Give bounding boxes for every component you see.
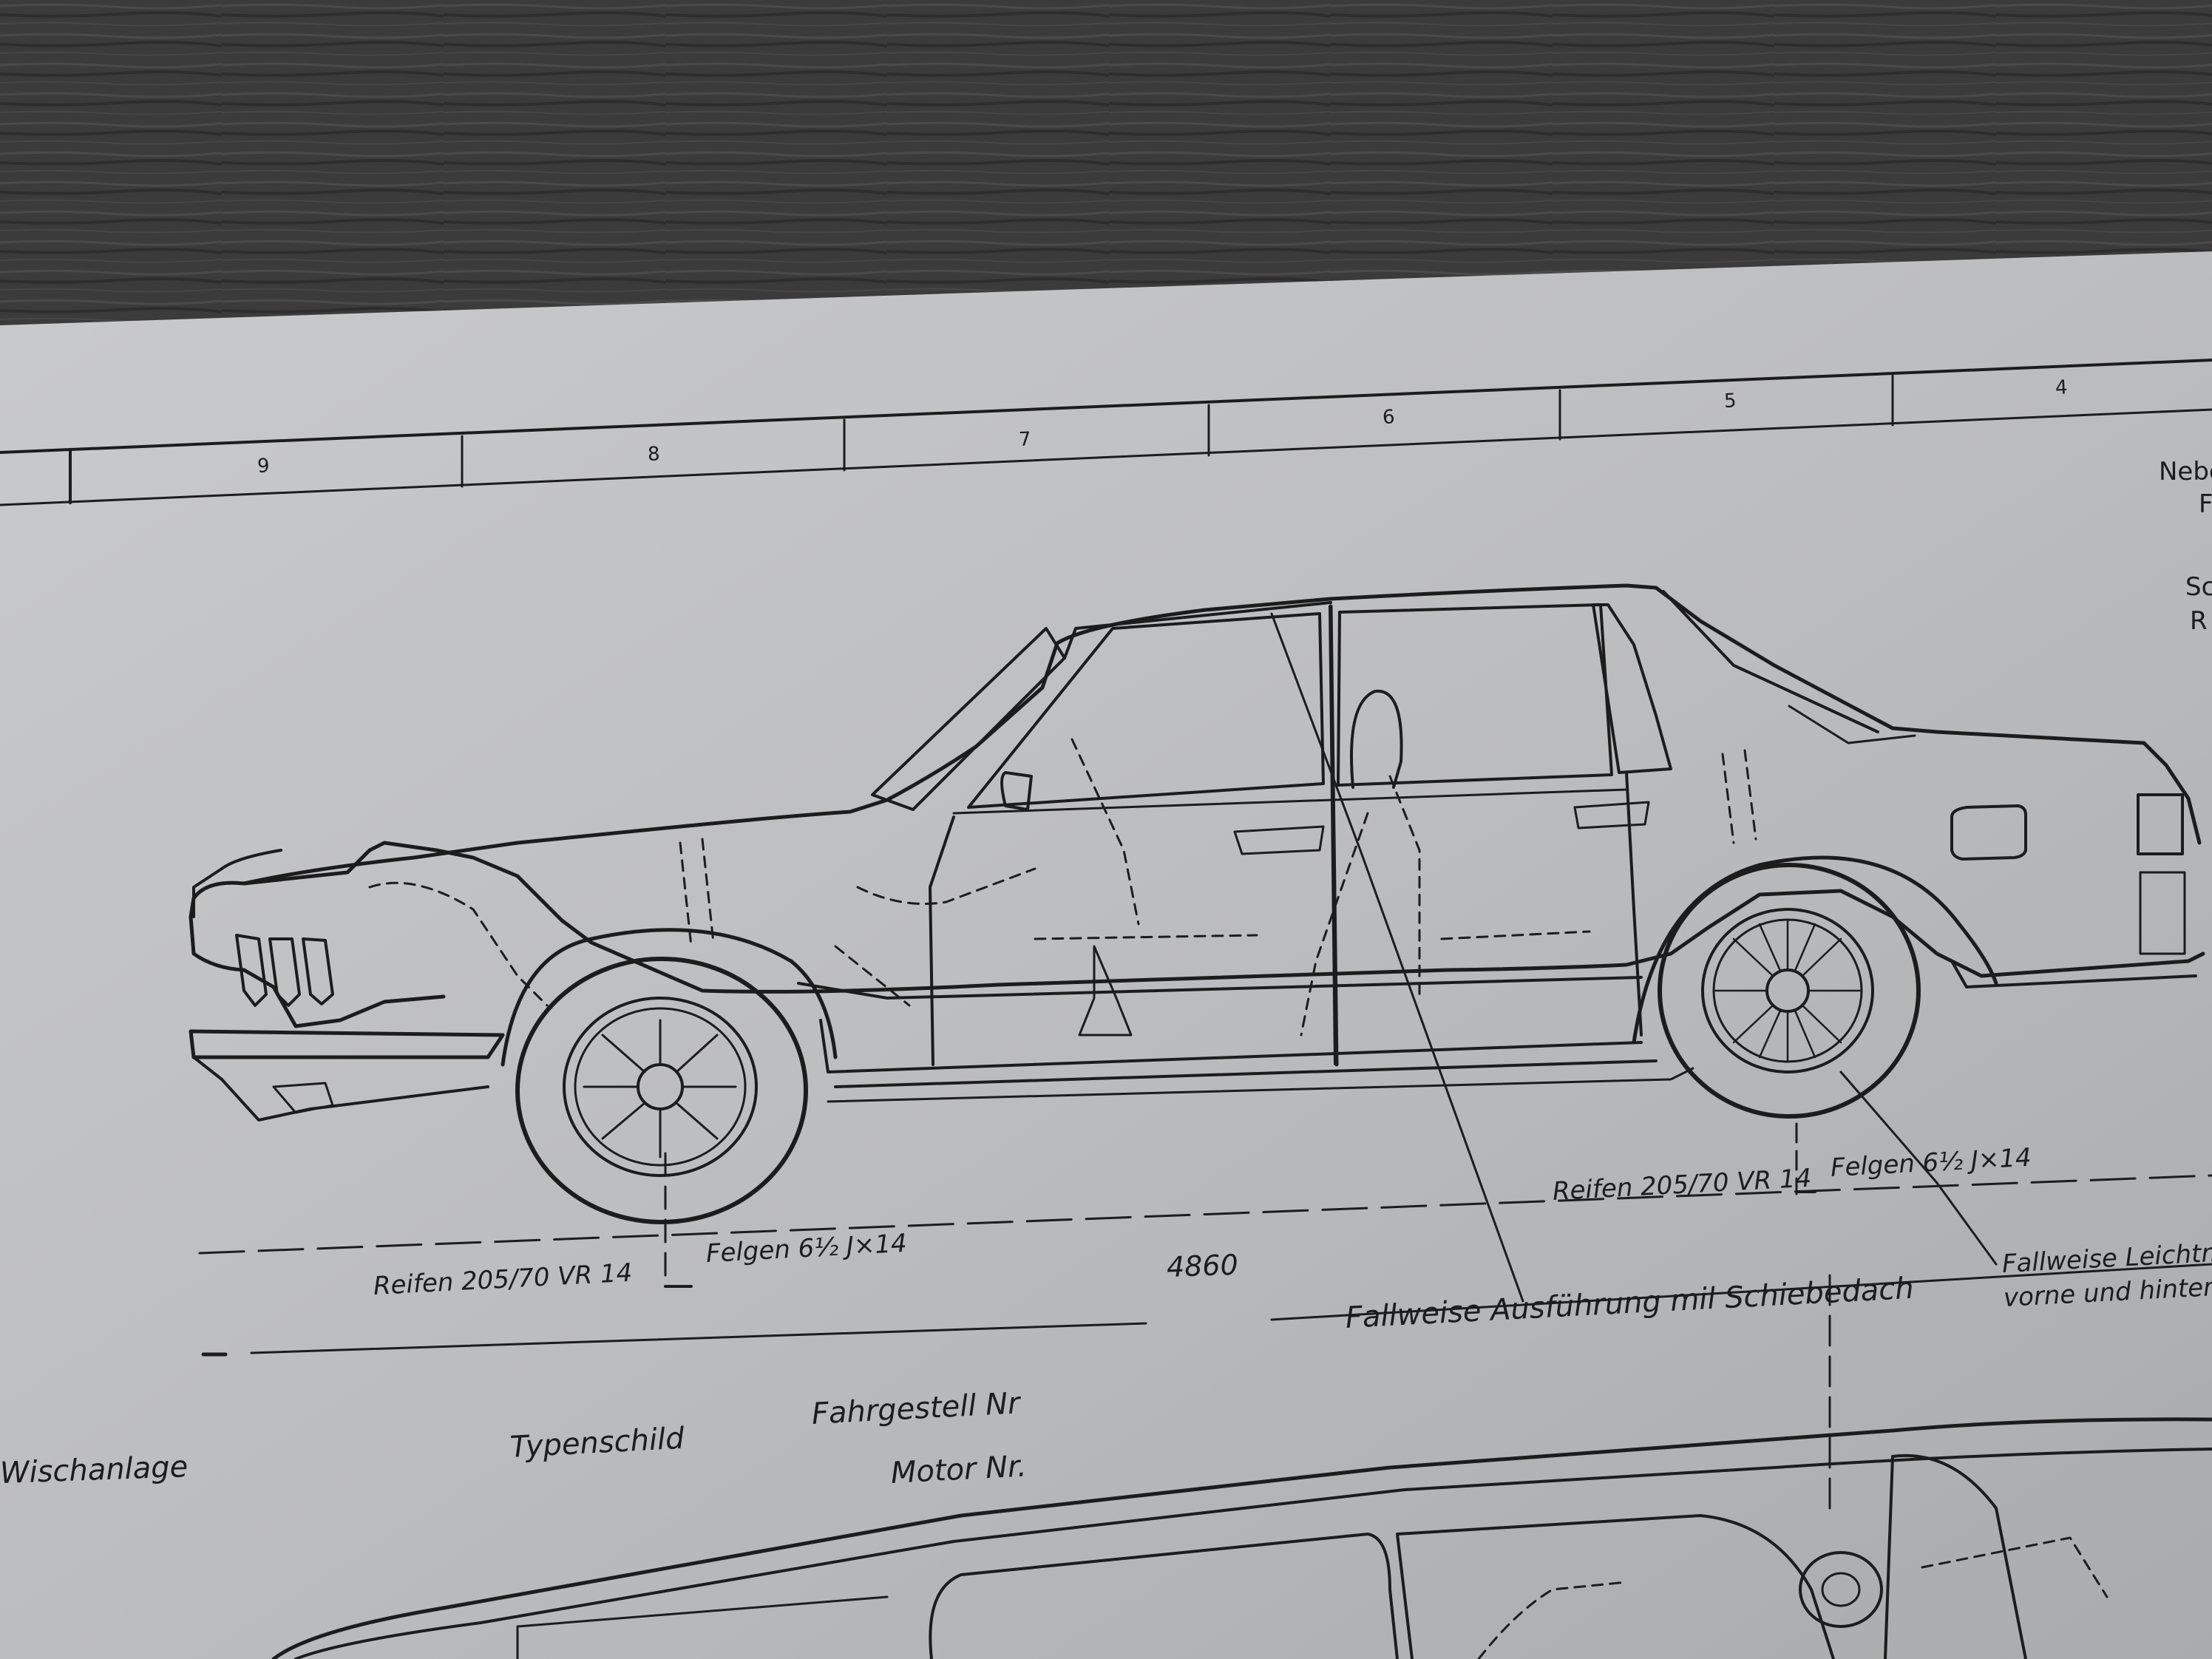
edge-label-2: F: [2199, 489, 2212, 519]
edge-label-4: R: [2190, 606, 2208, 636]
ruler-number-4: 4: [2055, 376, 2069, 399]
ruler-number-7: 7: [1018, 428, 1032, 451]
ruler-number-8: 8: [647, 443, 661, 466]
wheelbase-dimension: 4860: [1166, 1248, 1239, 1283]
engine-number-label: Motor Nr.: [889, 1449, 1028, 1490]
wiper-system-label: Wischanlage: [0, 1450, 189, 1490]
edge-label-3: Sc: [2185, 572, 2212, 602]
paper-sheet: [0, 251, 2212, 1659]
ruler-number-6: 6: [1382, 406, 1396, 429]
ruler-number-5: 5: [1723, 390, 1737, 413]
edge-label-1: Nebe: [2159, 457, 2212, 486]
ruler-number-9: 9: [257, 455, 271, 478]
